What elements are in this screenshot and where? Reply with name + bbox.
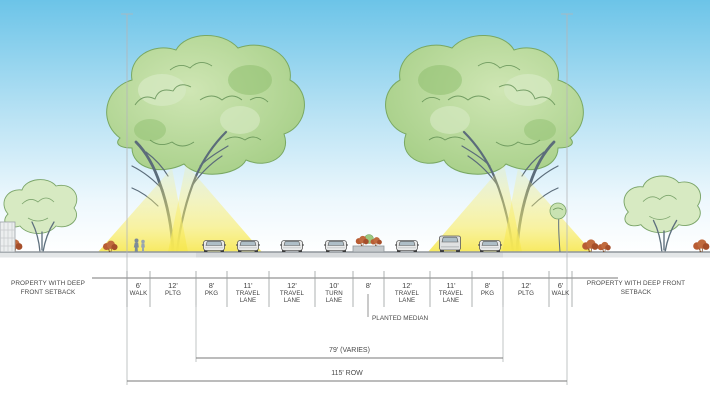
sky-background [0,0,710,253]
parked-car-left [201,240,227,253]
right-property-label: PROPERTY WITH DEEP FRONT SETBACK [586,280,686,296]
car [235,240,261,253]
dim-segment-travel-lane-1: 11' TRAVEL LANE [235,281,261,305]
ground [0,245,710,258]
curb-to-curb-dimension-label: 79' (VARIES) [329,347,370,354]
pedestrians [133,238,145,252]
dim-segment-turn-lane: 10' TURN LANE [325,281,343,305]
building-left [0,221,16,253]
dim-segment-travel-lane-3: 12' TRAVEL LANE [394,281,420,305]
dim-segment-travel-lane-4: 11' TRAVEL LANE [438,281,464,305]
median-curb [352,245,385,253]
sapling [549,202,567,253]
dim-segment-travel-lane-2: 12' TRAVEL LANE [279,281,305,305]
planted-median-label: PLANTED MEDIAN [372,315,429,322]
dim-segment-parking-right: 8' PKG [480,281,495,298]
dim-segment-planting-left: 12' PLTG [164,281,182,298]
car [394,240,420,253]
row-extension-lines [126,14,568,385]
truck [439,235,461,253]
right-of-way-dimension-label: 115' ROW [331,370,363,377]
parked-car-right [477,240,503,253]
dim-segment-walk-right: 6' WALK [551,281,570,298]
car [279,240,305,253]
dim-segment-planting-right: 12' PLTG [517,281,535,298]
dimension-lines [92,13,618,385]
segment-ticks [126,271,573,307]
streetlight-cones [98,164,592,252]
left-property-label: PROPERTY WITH DEEP FRONT SETBACK [10,280,85,296]
dim-segment-walk-left: 6' WALK [129,281,148,298]
dim-segment-parking-left: 8' PKG [204,281,219,298]
dim-segment-median: 8' [365,281,372,290]
car-turn-lane [323,240,349,253]
median-planting [355,234,383,247]
